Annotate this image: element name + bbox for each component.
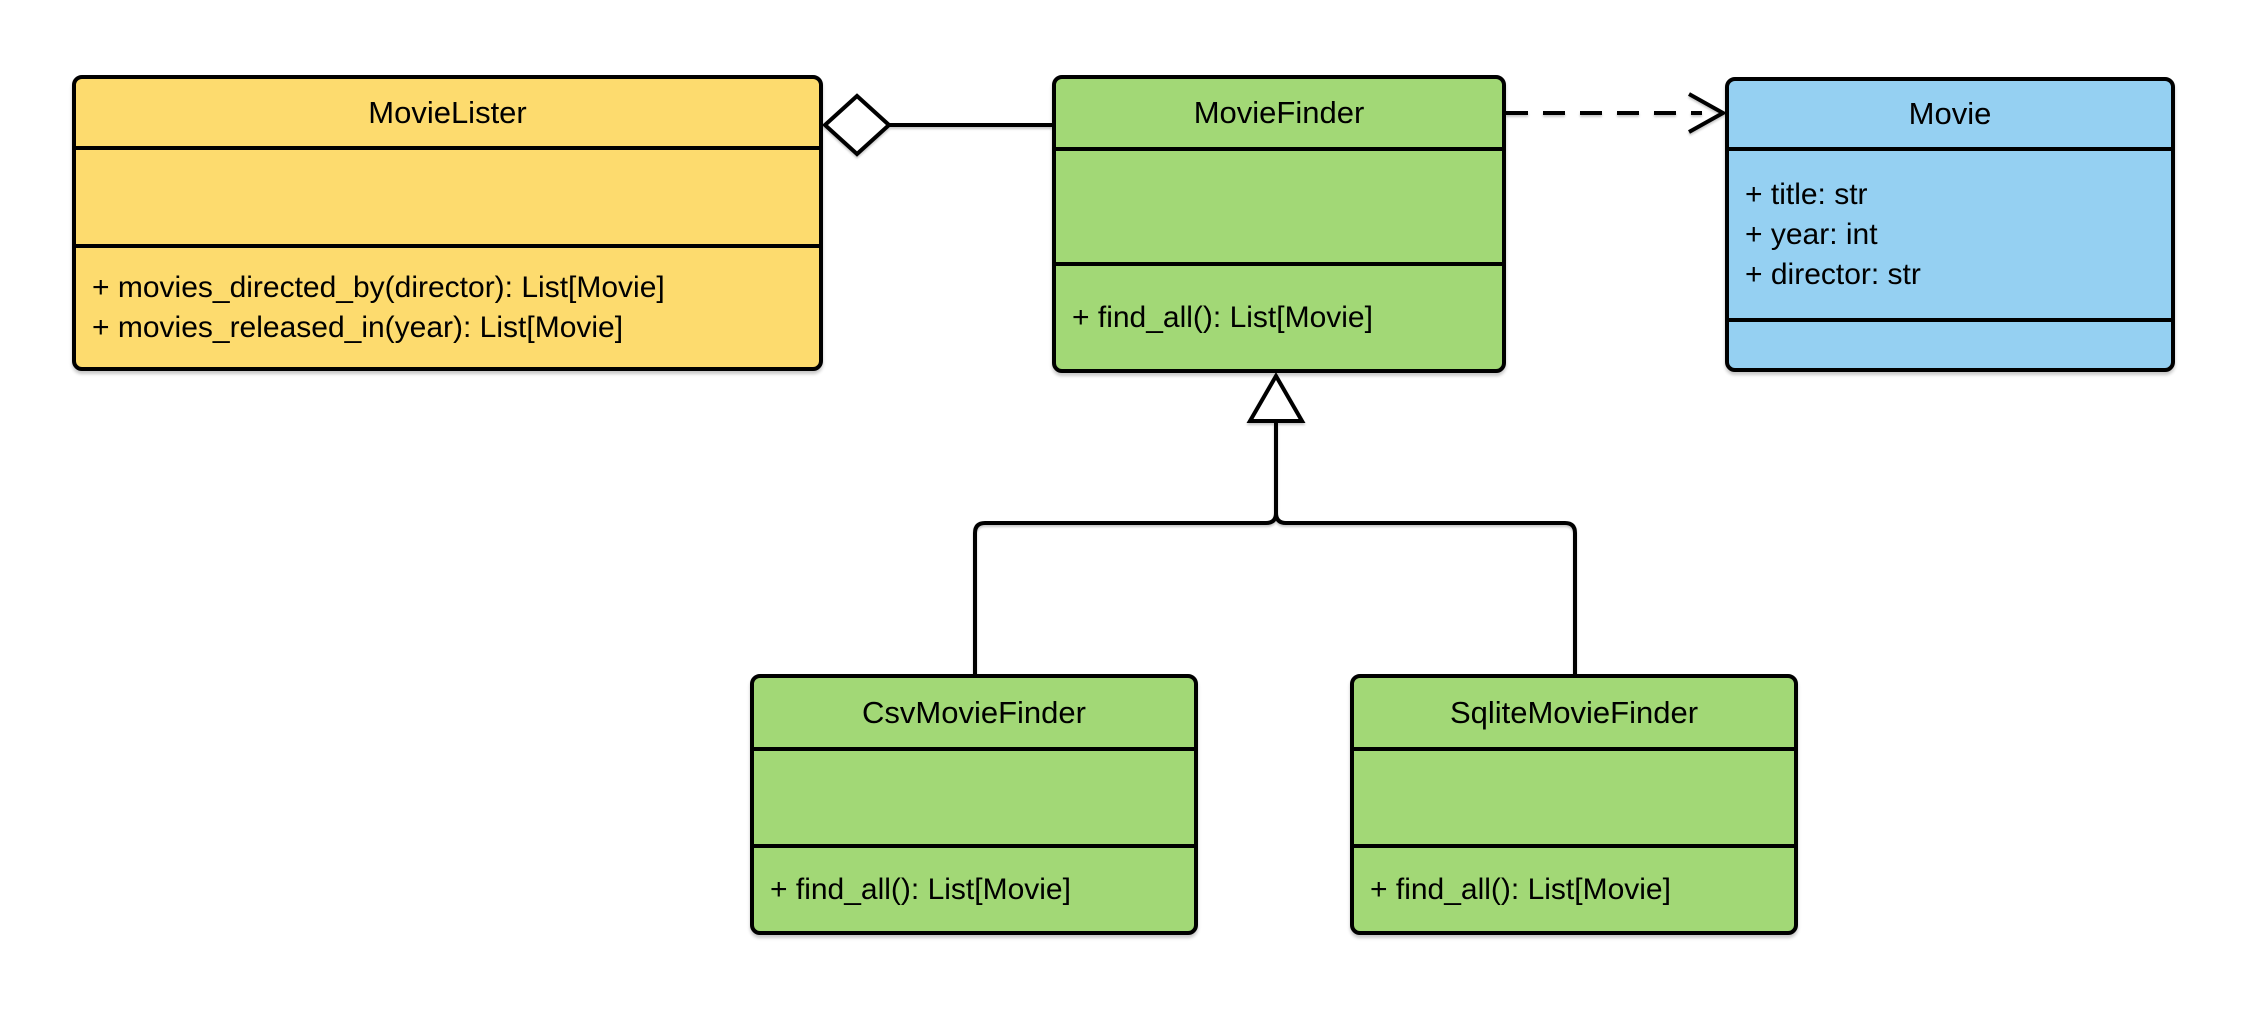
class-methods-compartment: + movies_directed_by(director): List[Mov… — [76, 244, 819, 367]
class-attributes-compartment — [754, 747, 1194, 844]
aggregation-diamond-icon — [822, 93, 892, 157]
class-attributes-compartment — [1354, 747, 1794, 844]
member-line: + find_all(): List[Movie] — [770, 872, 1071, 906]
member-line: + movies_directed_by(director): List[Mov… — [92, 270, 665, 304]
class-sqlitemoviefinder[interactable]: SqliteMovieFinder + find_all(): List[Mov… — [1350, 674, 1798, 935]
class-methods-compartment: + find_all(): List[Movie] — [754, 844, 1194, 931]
inheritance-edge-csvmoviefinder[interactable] — [973, 421, 1278, 674]
class-title: MovieLister — [368, 94, 527, 130]
member-line: + find_all(): List[Movie] — [1370, 872, 1671, 906]
aggregation-edge[interactable] — [822, 93, 1052, 157]
class-methods-compartment — [1729, 318, 2171, 368]
dependency-arrowhead-icon — [1688, 92, 1728, 134]
class-movielister[interactable]: MovieLister + movies_directed_by(directo… — [72, 75, 823, 371]
member-line: + title: str — [1745, 177, 1868, 211]
inheritance-edge-sqlitemoviefinder[interactable] — [1274, 421, 1577, 674]
class-title: SqliteMovieFinder — [1449, 694, 1699, 730]
dependency-edge[interactable] — [1506, 92, 1728, 134]
class-csvmoviefinder[interactable]: CsvMovieFinder + find_all(): List[Movie] — [750, 674, 1198, 935]
member-line: + year: int — [1745, 217, 1878, 251]
class-moviefinder[interactable]: MovieFinder + find_all(): List[Movie] — [1052, 75, 1506, 373]
class-movie[interactable]: Movie + title: str + year: int + director:… — [1725, 77, 2175, 372]
member-line: + director: str — [1745, 257, 1921, 291]
member-line: + movies_released_in(year): List[Movie] — [92, 310, 624, 344]
class-attributes-compartment — [76, 146, 819, 244]
class-title: Movie — [1908, 96, 1992, 131]
class-title: CsvMovieFinder — [862, 694, 1086, 730]
class-attributes-compartment: + title: str + year: int + director: str — [1729, 147, 2171, 318]
class-attributes-compartment — [1056, 147, 1502, 262]
class-methods-compartment: + find_all(): List[Movie] — [1354, 844, 1794, 931]
class-methods-compartment: + find_all(): List[Movie] — [1056, 262, 1502, 369]
inheritance-triangle-icon — [1246, 372, 1306, 423]
member-line: + find_all(): List[Movie] — [1072, 300, 1373, 334]
class-title: MovieFinder — [1193, 95, 1365, 130]
